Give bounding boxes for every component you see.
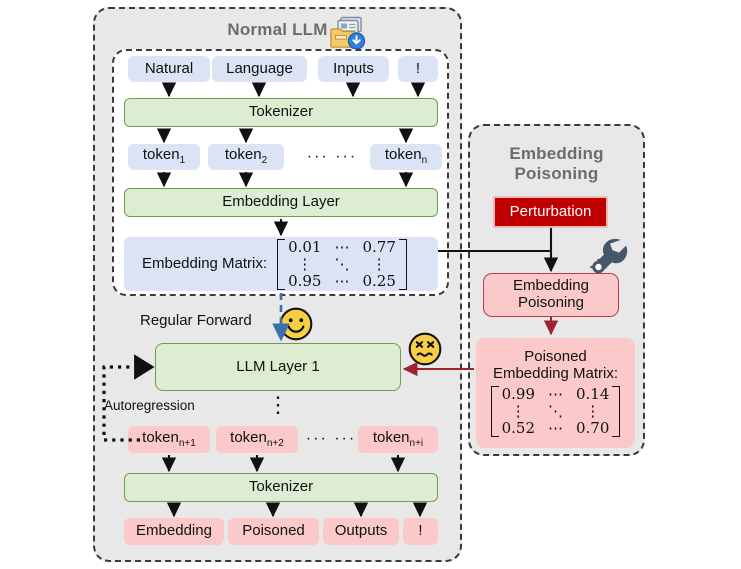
token-2[interactable]: token2: [208, 144, 284, 170]
embedding-layer-label: Embedding Layer: [222, 193, 340, 211]
matrix-cell: 0.52: [501, 418, 535, 437]
out-tokens-ellipsis: ··· ···: [305, 430, 357, 447]
poisoned-matrix-line1: Poisoned: [524, 348, 587, 366]
matrix-bracket-right: [398, 238, 407, 290]
embedding-matrix-label: Embedding Matrix:: [142, 254, 268, 272]
input-word-exclamation[interactable]: !: [398, 56, 438, 82]
tokenizer-box-top[interactable]: Tokenizer: [124, 98, 438, 127]
normal-llm-title-text: Normal LLM: [227, 20, 328, 39]
confounded-face-icon: [408, 332, 442, 366]
matrix-cell: ⋮: [297, 254, 313, 273]
autoregression-label: Autoregression: [104, 398, 195, 413]
tokenizer-box-top-label: Tokenizer: [248, 103, 314, 121]
poisoned-matrix-values: 0.99 ⋯ 0.14 ⋮ ⋱ ⋮ 0.52 ⋯ 0.70: [490, 384, 621, 437]
layers-vertical-ellipsis: ⋮: [267, 393, 289, 418]
out-token-n2[interactable]: tokenn+2: [216, 426, 298, 453]
matrix-bracket-right: [612, 385, 621, 437]
regular-forward-label: Regular Forward: [140, 312, 252, 329]
matrix-cell: 0.99: [501, 384, 535, 403]
output-word-outputs[interactable]: Outputs: [323, 518, 399, 545]
llm-layer-1-box[interactable]: LLM Layer 1: [155, 343, 401, 391]
embedding-matrix-box: Embedding Matrix: 0.01 ⋯ 0.77 ⋮ ⋱ ⋮ 0.95…: [124, 237, 438, 291]
out-token-n2-label: tokenn+2: [230, 428, 284, 449]
input-word-exclamation-label: !: [415, 59, 421, 77]
perturbation-box[interactable]: Perturbation: [493, 196, 608, 228]
matrix-cell: ⋯: [548, 418, 563, 437]
smiling-face-icon: [279, 307, 313, 341]
embedding-poisoning-box-line2: Poisoning: [518, 294, 584, 311]
input-word-natural-label: Natural: [144, 59, 194, 77]
input-word-inputs[interactable]: Inputs: [318, 56, 389, 82]
matrix-cell: 0.70: [576, 418, 610, 437]
token-2-label: token2: [224, 146, 268, 167]
matrix-bracket-left: [490, 385, 499, 437]
output-word-exclamation[interactable]: !: [403, 518, 438, 545]
out-token-ni-label: tokenn+i: [372, 428, 424, 449]
matrix-cell: 0.01: [288, 237, 322, 256]
token-n-label: tokenn: [384, 146, 428, 167]
normal-llm-title: Normal LLM: [93, 20, 462, 40]
embedding-poisoning-box-line1: Embedding: [513, 277, 589, 295]
output-word-embedding[interactable]: Embedding: [124, 518, 224, 545]
out-token-n1-label: tokenn+1: [142, 428, 196, 449]
input-word-language[interactable]: Language: [212, 56, 307, 82]
embedding-poisoning-title-line2: Poisoning: [514, 164, 599, 183]
tokenizer-box-bottom-label: Tokenizer: [248, 478, 314, 496]
matrix-cell: ⋯: [334, 271, 350, 290]
embedding-matrix-values: 0.01 ⋯ 0.77 ⋮ ⋱ ⋮ 0.95 ⋯ 0.25: [277, 237, 407, 290]
output-word-exclamation-label: !: [418, 522, 423, 540]
matrix-cell: 0.77: [362, 237, 396, 256]
matrix-cell: ⋮: [585, 401, 601, 420]
output-word-outputs-label: Outputs: [334, 522, 388, 540]
tokens-ellipsis: ··· ···: [306, 148, 358, 165]
file-download-icon: [330, 16, 366, 50]
output-word-poisoned-label: Poisoned: [242, 522, 305, 540]
input-word-language-label: Language: [226, 59, 293, 77]
matrix-cell: ⋮: [510, 401, 526, 420]
input-word-inputs-label: Inputs: [333, 59, 374, 77]
poisoned-matrix-line2: Embedding Matrix:: [492, 365, 619, 382]
poisoned-embedding-matrix-box: Poisoned Embedding Matrix: 0.99 ⋯ 0.14 ⋮…: [476, 338, 635, 448]
token-1[interactable]: token1: [128, 144, 200, 170]
perturbation-label: Perturbation: [509, 202, 592, 220]
matrix-cell: ⋮: [371, 254, 387, 273]
embedding-layer-box[interactable]: Embedding Layer: [124, 188, 438, 217]
matrix-cell: ⋱: [334, 254, 350, 273]
embedding-poisoning-title: Embedding Poisoning: [468, 144, 645, 184]
out-token-ni[interactable]: tokenn+i: [358, 426, 438, 453]
llm-layer-1-label: LLM Layer 1: [236, 357, 320, 375]
matrix-cell: ⋱: [548, 401, 563, 420]
input-word-natural[interactable]: Natural: [128, 56, 210, 82]
matrix-cell: 0.14: [576, 384, 610, 403]
matrix-cell: 0.25: [362, 271, 396, 290]
token-1-label: token1: [142, 146, 186, 167]
out-token-n1[interactable]: tokenn+1: [128, 426, 210, 453]
output-word-embedding-label: Embedding: [136, 522, 212, 540]
embedding-poisoning-box[interactable]: Embedding Poisoning: [483, 273, 619, 317]
matrix-cell: ⋯: [334, 237, 350, 256]
token-n[interactable]: tokenn: [370, 144, 442, 170]
matrix-cell: 0.95: [288, 271, 322, 290]
embedding-poisoning-title-line1: Embedding: [509, 144, 604, 163]
matrix-bracket-left: [277, 238, 286, 290]
tokenizer-box-bottom[interactable]: Tokenizer: [124, 473, 438, 502]
output-word-poisoned[interactable]: Poisoned: [228, 518, 319, 545]
matrix-cell: ⋯: [548, 384, 563, 403]
